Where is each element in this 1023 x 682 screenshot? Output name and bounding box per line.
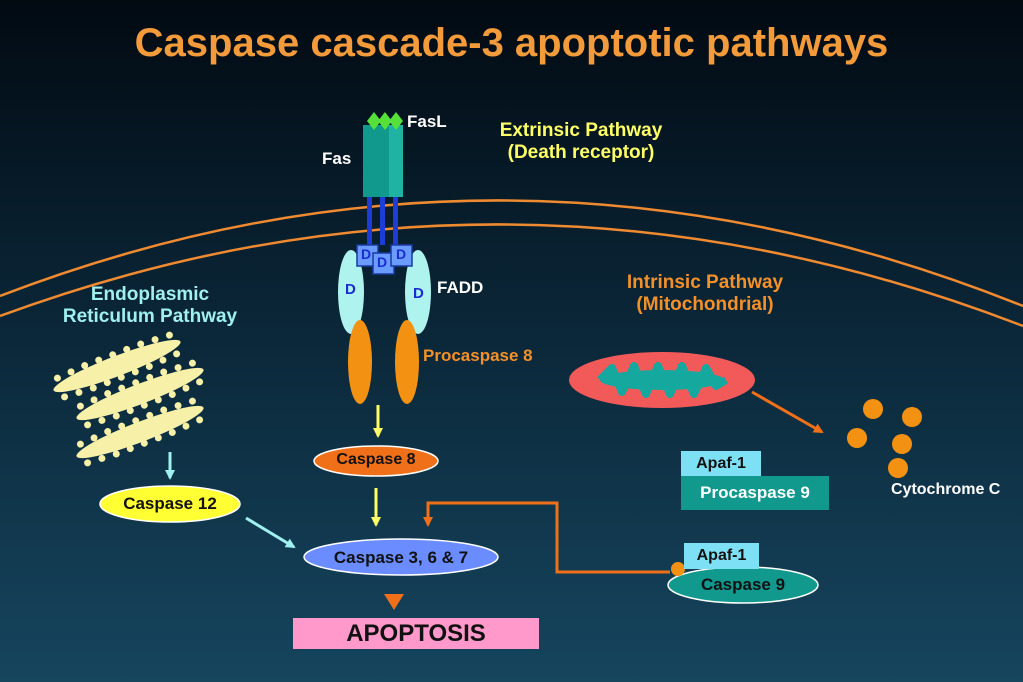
fadd-right [405,250,431,334]
er-heading: Endoplasmic Reticulum Pathway [40,284,260,328]
mitochondrion [569,352,755,408]
er-heading-line1: Endoplasmic [90,284,210,305]
arrow-to-apoptosis [384,594,404,610]
intrinsic-heading: Intrinsic Pathway (Mitochondrial) [595,272,815,316]
extrinsic-heading: Extrinsic Pathway (Death receptor) [470,120,692,164]
fadd-left [338,250,364,334]
cell-membrane-inner [0,223,1023,328]
caspase367-label: Caspase 3, 6 & 7 [333,548,469,567]
caspase9-label: Caspase 9 [700,575,786,594]
caspase12-node [99,485,241,523]
fadd-right-domain-label: D [413,285,424,302]
procaspase8-left [348,320,372,404]
fas-label: Fas [322,149,352,168]
fadd-left-domain-label: D [345,281,356,298]
fadd-label: FADD [437,278,484,297]
procaspase9-box: Procaspase 9 [681,476,829,510]
arrow-caspase9-to-caspase367 [423,501,670,574]
intrinsic-heading-line2: (Mitochondrial) [636,293,774,315]
intrinsic-heading-line1: Intrinsic Pathway [626,272,784,293]
arrow-caspase12-to-caspase367 [245,516,296,549]
arrow-mito-to-cytochrome [751,390,824,434]
extrinsic-heading-line1: Extrinsic Pathway [499,120,663,141]
er-stacks [53,331,204,467]
caspase367-node [303,538,499,576]
cytochrome-c-label: Cytochrome C [891,481,1001,498]
procaspase8-label: Procaspase 8 [423,346,533,365]
er-heading-line2: Reticulum Pathway [62,305,238,327]
apaf1-box: Apaf-1 [681,451,761,476]
death-domain-1-label: D [361,246,372,262]
fasl-ligand [367,112,403,130]
caspase8-label: Caspase 8 [336,451,416,468]
bound-cytochrome [671,562,685,576]
extrinsic-heading-line2: (Death receptor) [507,141,655,163]
death-domain-3-label: D [396,246,407,262]
page-title: Caspase cascade-3 apoptotic pathways [134,21,889,65]
caspase12-label: Caspase 12 [123,494,217,513]
procaspase8-right [395,320,419,404]
death-domain-3 [390,244,413,267]
apoptosis-box: APOPTOSIS [293,618,539,649]
fas-receptor [363,125,403,245]
cytochrome-c-molecules [847,399,922,478]
cell-membrane-outer [0,199,1023,308]
apaf1-bound-box: Apaf-1 [684,543,759,569]
fasl-label: FasL [407,112,447,131]
caspase8-node [313,445,439,477]
death-domain-2-label: D [377,254,388,270]
